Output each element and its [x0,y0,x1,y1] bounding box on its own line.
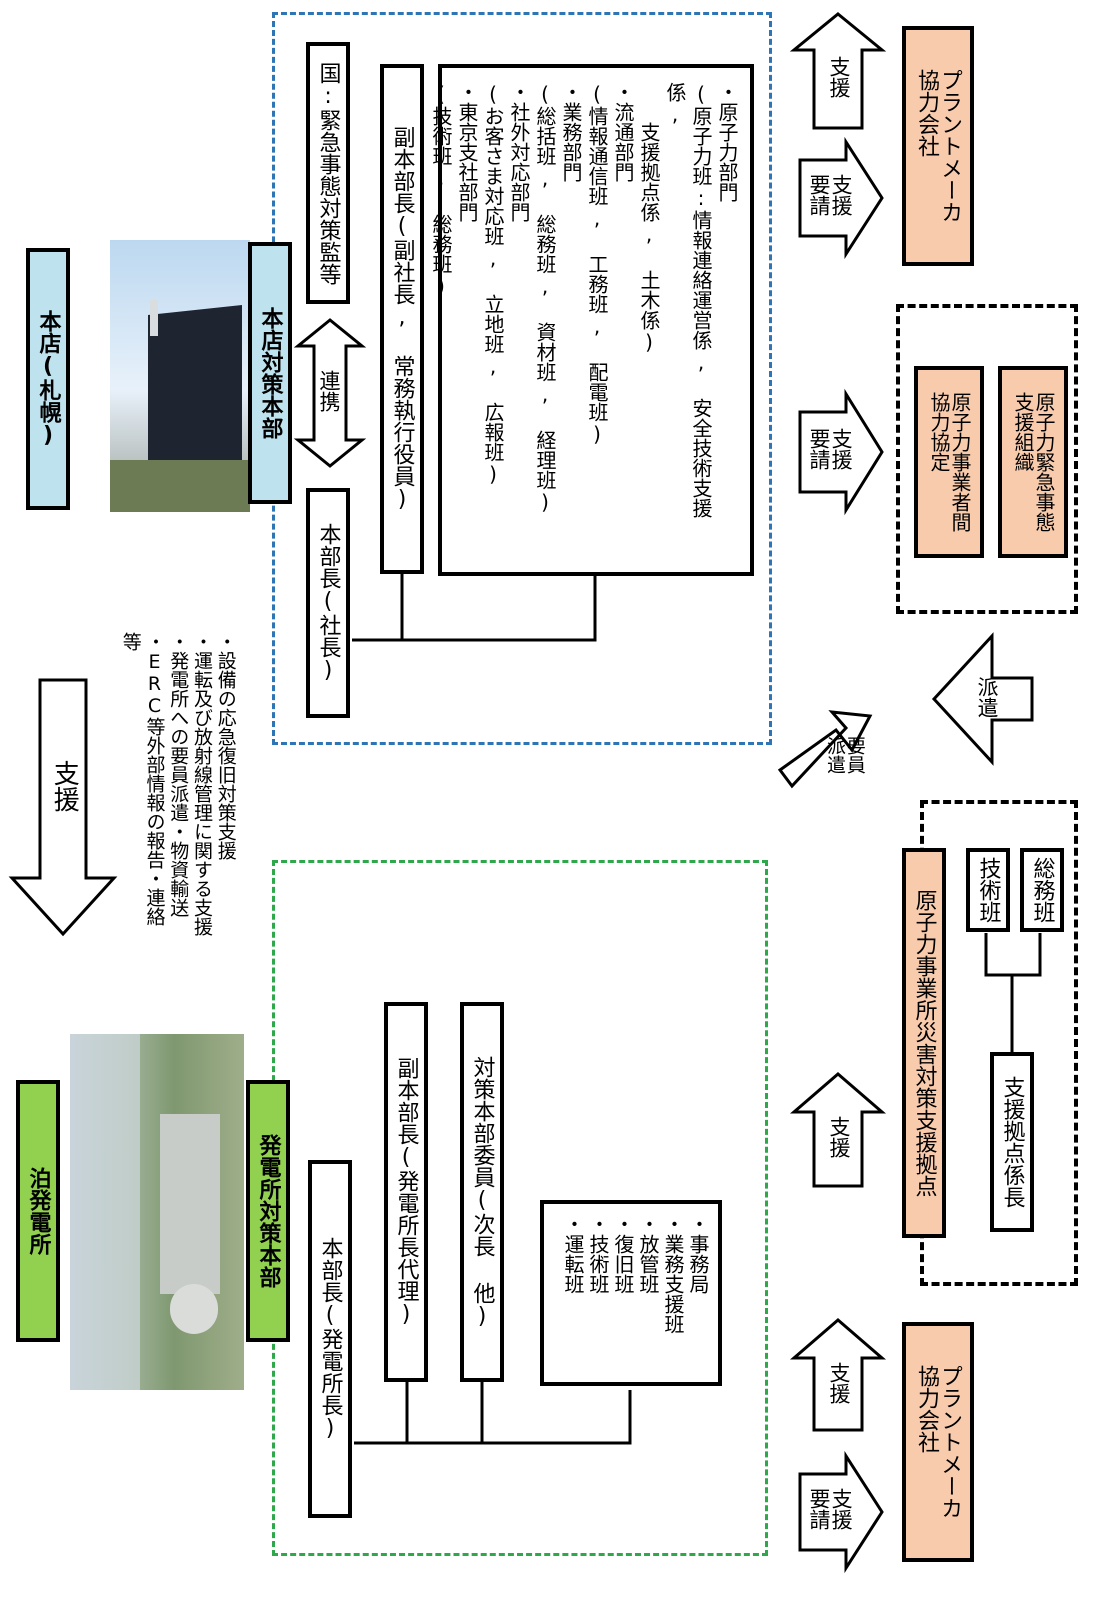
middle-support-arrow [8,678,118,937]
dept-line: ・社外対応部門 [507,82,531,222]
team-item: ・復旧班 [611,1214,635,1294]
dept-line: ・業務部門 [559,82,583,182]
request-label-top: 支援 要請 [807,174,854,216]
support-item: ・設備の応急復旧対策支援 [214,632,237,860]
team-item: ・業務支援班 [661,1214,685,1334]
dept-line: (情報通信班, 工務班, 配電班) [585,82,609,446]
honten-label-text: 本店(札幌) [35,310,61,448]
dispatch-label: 派遣 [975,676,1000,718]
support-item: ・発電所への要員派遣・物資輸送 [167,632,190,917]
team-item: ・事務局 [686,1214,710,1294]
tomari-chief-box: 本部長(発電所長) [308,1160,352,1518]
dept-line: (技術班, 総務班) [429,82,453,298]
maker-text: プラントメーカ 協力会社 [914,69,963,223]
support-item: ・運転及び放射線管理に関する支援 [191,632,213,936]
base-team2-box: 総務班 [1020,848,1064,932]
agreement1-text: 原子力事業者間 協力協定 [927,392,972,532]
dept-line: (原子力班:情報連絡運営係, 安全技術支援係, [663,82,713,518]
tomari-hq-text: 発電所対策本部 [255,1134,281,1288]
base-chief-box: 支援拠点係長 [990,1052,1034,1232]
honten-label: 本店(札幌) [26,248,70,510]
honten-vice-text: 副本部長(副社長, 常務執行役員) [389,126,415,512]
support-base-box: 原子力事業所災害対策支援拠点 [902,848,946,1238]
honten-hq-text: 本店対策本部 [257,307,283,439]
tomari-label-text: 泊発電所 [25,1167,51,1255]
maker-text: プラントメーカ 協力会社 [914,1365,963,1519]
base-team1-text: 技術班 [975,857,1001,923]
support-label-bottom: 支援 [827,1362,852,1404]
dept-line: ・東京支社部門 [455,82,479,222]
maker-box-top: プラントメーカ 協力会社 [902,26,974,266]
dept-line: (総括班, 総務班, 資材班, 経理班) [533,82,557,514]
dept-line: 支援拠点係, 土木係) [637,122,661,354]
renkei-label: 連携 [317,370,342,412]
tomari-hq-label: 発電所対策本部 [246,1080,290,1342]
agreement-box-2: 原子力緊急事態 支援組織 [998,366,1068,558]
tomari-teams-list: ・事務局 ・業務支援班 ・放管班 ・復旧班 ・技術班 ・運転班 [560,1214,710,1372]
honten-departments-list: ・原子力部門 (原子力班:情報連絡運営係, 安全技術支援係, 支援拠点係, 土木… [428,82,740,558]
tomari-teams-box: ・事務局 ・業務支援班 ・放管班 ・復旧班 ・技術班 ・運転班 [540,1200,722,1386]
base-chief-text: 支援拠点係長 [999,1076,1025,1208]
tomari-label: 泊発電所 [16,1080,60,1342]
team-item: ・放管班 [636,1214,660,1294]
maker-box-bottom: プラントメーカ 協力会社 [902,1322,974,1562]
honten-departments-box: ・原子力部門 (原子力班:情報連絡運営係, 安全技術支援係, 支援拠点係, 土木… [429,64,754,576]
tomari-vice-box: 副本部長(発電所長代理) [384,1002,428,1382]
honten-building-photo [110,240,250,512]
tomari-vice-text: 副本部長(発電所長代理) [393,1057,419,1327]
team-item: ・運転班 [561,1214,585,1294]
dept-line: (お客さま対応班, 立地班, 広報班) [481,82,505,486]
support-item: ・ERC等外部情報の報告・連絡 等 [119,632,166,945]
base-team1-box: 技術班 [966,848,1010,932]
country-text: 国:緊急事態対策監等 [315,61,341,285]
middle-support-list: ・設備の応急復旧対策支援 ・運転及び放射線管理に関する支援 ・発電所への要員派遣… [118,632,237,962]
renkei-arrow [293,318,367,468]
tomari-chief-text: 本部長(発電所長) [317,1237,343,1441]
team-item: ・技術班 [586,1214,610,1294]
support-label-top: 支援 [827,56,852,98]
honten-chief-box: 本部長(社長) [306,488,350,718]
support-base-text: 原子力事業所災害対策支援拠点 [911,889,937,1197]
honten-vice-box: 副本部長(副社長, 常務執行役員) [380,64,424,574]
tomari-plant-photo [70,1034,244,1390]
middle-support-label: 支援 [49,760,80,812]
honten-hq-label: 本店対策本部 [248,242,292,504]
country-box: 国:緊急事態対策監等 [306,42,350,304]
dept-line: ・流通部門 [611,82,635,182]
request-label-bottom: 支援 要請 [807,1488,854,1530]
support-label-lower: 支援 [827,1116,852,1158]
request-label-mid: 支援 要請 [807,428,854,470]
agreement-box-1: 原子力事業者間 協力協定 [914,366,984,558]
tomari-committee-box: 対策本部委員(次長 他) [460,1002,504,1382]
honten-chief-text: 本部長(社長) [315,523,341,683]
dept-line: ・原子力部門 [715,82,739,202]
agreement-region [896,304,1078,614]
tomari-committee-text: 対策本部委員(次長 他) [469,1055,495,1329]
agreement2-text: 原子力緊急事態 支援組織 [1011,392,1056,532]
staff-dispatch-label: 要員 派遣 [823,736,866,774]
base-team2-text: 総務班 [1029,857,1055,923]
